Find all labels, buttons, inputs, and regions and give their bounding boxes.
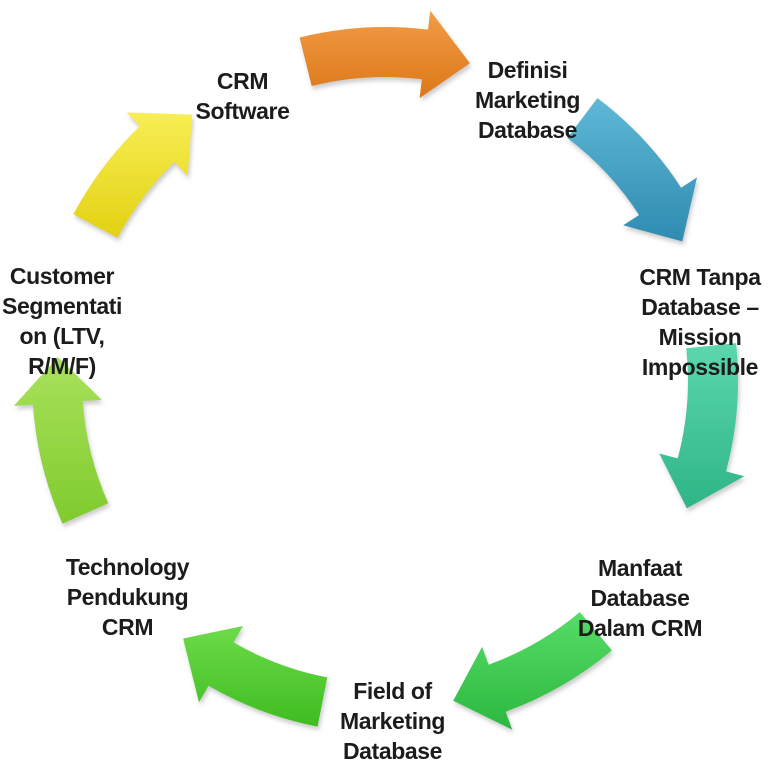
node-field-of-marketing-database: Field of Marketing Database: [310, 646, 475, 760]
node-crm-software: CRM Software: [160, 36, 325, 126]
node-definisi-marketing-database-label: Definisi Marketing Database: [474, 57, 581, 143]
node-technology-pendukung-crm: Technology Pendukung CRM: [45, 522, 210, 642]
arrow-technology-to-customer: [13, 357, 109, 524]
node-manfaat-database-dalam-crm: Manfaat Database Dalam CRM: [555, 523, 725, 643]
arrow-field-to-technology: [183, 626, 328, 727]
arrow-definisi-to-crm-tanpa: [567, 98, 697, 242]
node-manfaat-database-dalam-crm-label: Manfaat Database Dalam CRM: [577, 555, 703, 641]
arrow-customer-segmentation-to-crm-software: [73, 112, 193, 238]
node-customer-segmentation: Customer Segmentati on (LTV, R/M/F): [0, 231, 132, 381]
node-crm-software-label: CRM Software: [195, 68, 290, 124]
arrow-manfaat-to-field: [453, 612, 612, 730]
arrow-crm-software-to-definisi: [299, 10, 470, 99]
node-definisi-marketing-database: Definisi Marketing Database: [450, 25, 605, 145]
node-crm-tanpa-database-label: CRM Tanpa Database – Mission Impossible: [639, 264, 761, 380]
node-technology-pendukung-crm-label: Technology Pendukung CRM: [65, 554, 190, 640]
node-field-of-marketing-database-label: Field of Marketing Database: [339, 678, 446, 760]
node-crm-tanpa-database: CRM Tanpa Database – Mission Impossible: [612, 232, 770, 382]
node-customer-segmentation-label: Customer Segmentati on (LTV, R/M/F): [2, 263, 122, 379]
arrow-crm-tanpa-to-manfaat: [659, 343, 745, 509]
